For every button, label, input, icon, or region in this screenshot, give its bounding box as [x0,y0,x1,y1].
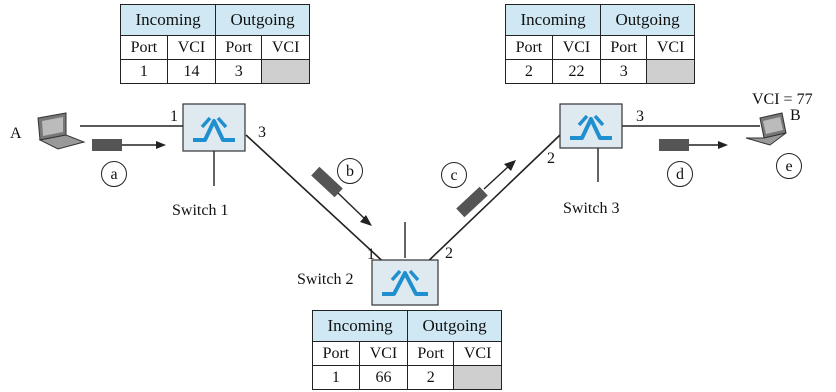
col-vci: VCI [646,35,695,60]
switch-2 [371,259,439,306]
col-port: Port [600,35,648,60]
switch1-port-in: 1 [170,108,178,125]
col-port: Port [407,341,455,366]
cell-out-port: 3 [600,59,648,84]
step-c-marker: c [441,162,467,188]
table-header-outgoing: Outgoing [600,4,695,36]
cell-out-port: 3 [215,59,263,84]
table-header-incoming: Incoming [311,310,409,342]
col-port: Port [505,35,553,60]
laptop-a-icon [37,112,86,150]
col-vci: VCI [453,341,502,366]
host-a-label: A [10,125,22,142]
host-b-label: B [790,107,801,124]
cell-in-port: 2 [505,59,553,84]
cell-in-vci: 22 [551,59,602,84]
col-vci: VCI [261,35,310,60]
col-vci: VCI [166,35,217,60]
step-e-marker: e [776,153,802,179]
step-b-marker: b [337,158,363,184]
switch-3 [559,103,623,149]
cell-in-vci: 66 [358,365,409,390]
vci-label: VCI = 77 [752,91,813,108]
switch1-label: Switch 1 [172,202,229,219]
cell-in-port: 1 [312,365,360,390]
switch2-table: Incoming Outgoing Port VCI Port VCI 1 66… [311,310,502,390]
switch1-port-out: 3 [258,124,266,141]
step-a-marker: a [101,161,127,187]
cell-out-vci [261,59,310,84]
frame-d-icon [659,139,728,151]
switch3-table: Incoming Outgoing Port VCI Port VCI 2 22… [504,4,695,84]
link-switch2-switch3 [420,134,561,269]
switch-1 [182,103,246,152]
table-header-incoming: Incoming [504,4,602,36]
cell-out-vci [453,365,502,390]
step-d-marker: d [667,161,693,187]
cell-out-vci [646,59,695,84]
switch2-port-in: 1 [367,246,375,263]
frame-b-icon [311,166,372,226]
laptop-b-icon [745,112,787,146]
cell-in-port: 1 [120,59,168,84]
col-port: Port [312,341,360,366]
table-header-outgoing: Outgoing [407,310,502,342]
cell-in-vci: 14 [166,59,217,84]
col-port: Port [215,35,263,60]
col-vci: VCI [551,35,602,60]
switch1-table: Incoming Outgoing Port VCI Port VCI 1 14… [119,4,310,84]
table-header-outgoing: Outgoing [215,4,310,36]
table-header-incoming: Incoming [119,4,217,36]
frame-c-icon [456,160,516,218]
link-switch1-switch2 [245,134,391,269]
switch3-port-in: 2 [547,150,555,167]
col-vci: VCI [358,341,409,366]
col-port: Port [120,35,168,60]
switch3-label: Switch 3 [563,200,620,217]
cell-out-port: 2 [407,365,455,390]
switch2-label: Switch 2 [297,271,354,288]
frame-a-icon [92,139,166,151]
switch3-port-out: 3 [636,108,644,125]
switch2-port-out: 2 [445,245,453,262]
